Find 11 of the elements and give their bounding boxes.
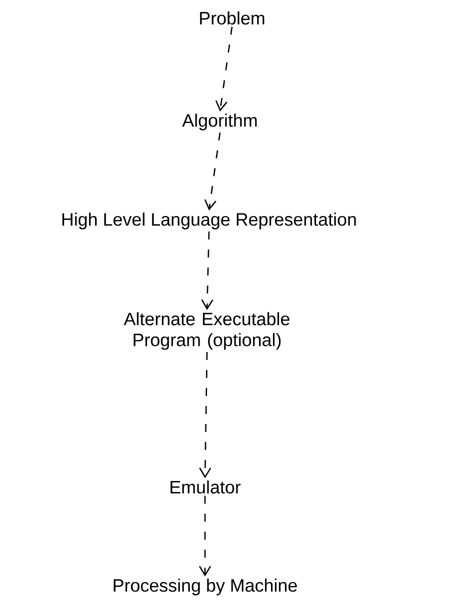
arrow (201, 232, 214, 310)
step-label: Emulator (170, 480, 241, 494)
step-label: High Level Language Representation (62, 212, 356, 230)
arrow (198, 496, 212, 576)
arrow (215, 26, 233, 112)
step-label: Alternate Executable Program (optional) (124, 312, 290, 350)
arrow (199, 352, 212, 478)
step-label: Algorithm (182, 114, 257, 130)
arrow (204, 132, 221, 210)
step-label: Processing by Machine (114, 578, 297, 596)
step-label: Problem (200, 11, 264, 25)
